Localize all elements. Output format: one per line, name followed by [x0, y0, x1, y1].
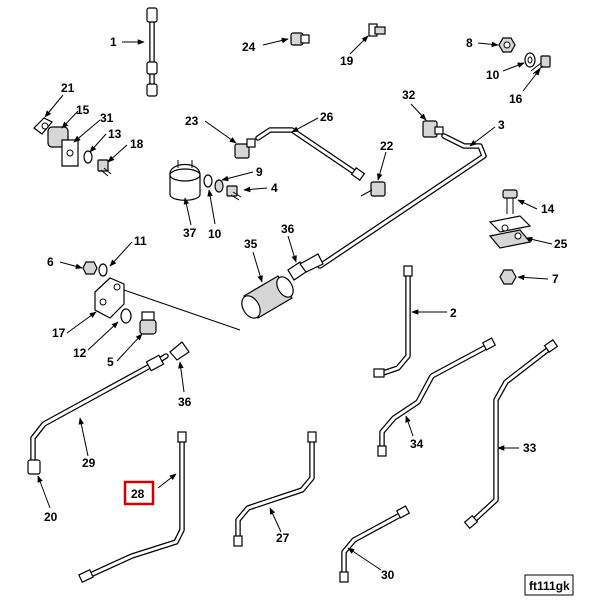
callout-18: 18 [130, 137, 144, 151]
part-34-tube [377, 337, 497, 457]
part-17-bracket [94, 277, 125, 319]
callout-25: 25 [554, 237, 568, 251]
callout-4: 4 [271, 181, 278, 195]
part-32-fitting [422, 120, 444, 138]
callout-24: 24 [242, 40, 256, 54]
callout-11: 11 [134, 234, 147, 248]
part-23-fitting [234, 138, 256, 159]
callout-10-left: 10 [208, 227, 222, 241]
part-27-tube [233, 431, 317, 547]
callout-29: 29 [82, 456, 96, 470]
part-14-bolt [502, 189, 518, 214]
part-19-fitting [368, 23, 386, 37]
callout-16: 16 [509, 92, 523, 106]
part-3-tube [317, 133, 487, 269]
part-24-fitting [290, 32, 310, 46]
part-6-nut [82, 261, 98, 275]
callout-20: 20 [44, 510, 58, 524]
part-9-washer [214, 179, 224, 193]
part-28-tube [78, 431, 187, 583]
part-22-fitting [360, 181, 386, 197]
callout-7: 7 [552, 272, 559, 286]
callout-32: 32 [402, 88, 416, 102]
part-11-washer [98, 263, 108, 277]
callout-15: 15 [76, 103, 90, 117]
part-18-bolt [97, 159, 112, 177]
callout-2: 2 [450, 306, 457, 320]
callout-35: 35 [244, 237, 258, 251]
part-10-washer-left [203, 174, 213, 188]
leader-lines [37, 35, 553, 571]
part-30-tube [339, 505, 411, 583]
callout-6: 6 [47, 255, 54, 269]
part-16-bolt [530, 55, 551, 75]
part-25-clamp [488, 215, 532, 249]
callout-28-highlight-box [123, 480, 155, 506]
part-29-tube [27, 353, 169, 475]
callout-23: 23 [185, 114, 199, 128]
callout-9: 9 [256, 165, 263, 179]
callout-12: 12 [73, 346, 87, 360]
callout-8: 8 [466, 36, 473, 50]
callout-27: 27 [276, 531, 290, 545]
callout-1: 1 [110, 35, 117, 49]
callout-36-upper: 36 [281, 222, 295, 236]
callout-34: 34 [410, 437, 424, 451]
callout-5: 5 [107, 355, 114, 369]
part-37-clamp [169, 160, 201, 201]
callout-22: 22 [380, 139, 394, 153]
part-2-tube [373, 265, 413, 378]
diagram-reference-label: ft111gk [529, 579, 570, 593]
callout-labels: 1 24 19 8 10 16 21 15 31 13 18 23 26 22 … [44, 35, 568, 582]
part-5-bolt [139, 311, 157, 335]
callout-10-right: 10 [486, 68, 500, 82]
callout-31: 31 [100, 111, 114, 125]
part-12-washer [120, 308, 132, 324]
callout-3: 3 [498, 118, 505, 132]
callout-21: 21 [61, 81, 75, 95]
part-4-bolt [226, 185, 242, 201]
part-31-bracket [61, 139, 79, 167]
callout-26: 26 [320, 110, 334, 124]
part-1-hose-assembly [146, 7, 158, 97]
part-13-washer [83, 150, 93, 164]
callout-37: 37 [183, 226, 197, 240]
part-36-fitting-lower [169, 341, 190, 361]
alignment-line [123, 289, 241, 331]
callout-14: 14 [541, 202, 555, 216]
part-7-nut [499, 269, 517, 285]
callout-28: 28 [131, 487, 145, 501]
diagram-reference-box: ft111gk [524, 574, 574, 596]
callout-33: 33 [523, 441, 537, 455]
part-10-washer-right [524, 52, 536, 68]
callout-17: 17 [52, 326, 66, 340]
part-21-clamp [33, 117, 53, 135]
part-33-tube [463, 339, 559, 530]
callout-19: 19 [340, 54, 354, 68]
callout-36-lower: 36 [178, 395, 192, 409]
callout-30: 30 [381, 568, 395, 582]
callout-13: 13 [108, 127, 122, 141]
part-35-filter [241, 275, 294, 319]
part-36-fitting-upper [287, 253, 324, 281]
part-8-nut [498, 37, 516, 53]
part-26-tube [255, 127, 366, 181]
